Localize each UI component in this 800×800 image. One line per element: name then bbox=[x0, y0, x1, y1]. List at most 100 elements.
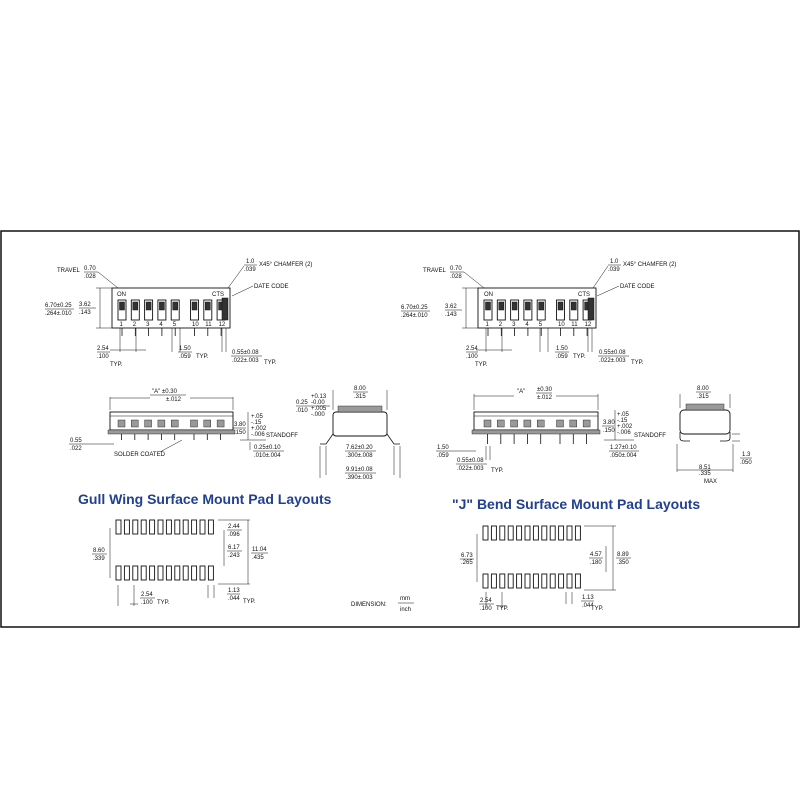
lead-w-mm-j: 1.50 bbox=[556, 346, 568, 352]
gull-top-view: TRAVEL 0.70 .028 1.0 .039 X45° CHAMFER (… bbox=[45, 259, 312, 368]
j-end-h-mm: 1.3 bbox=[742, 452, 751, 458]
end-t-minus: -0.00 bbox=[311, 400, 325, 406]
gull-pad-bottom bbox=[199, 565, 206, 581]
end-t-in-minus: -.000 bbox=[311, 412, 325, 418]
chamfer-label-j: X45° CHAMFER (2) bbox=[623, 262, 676, 268]
jbend-position-number: 4 bbox=[525, 322, 529, 328]
side-lead-mm: 0.55 bbox=[70, 438, 82, 444]
travel-label-j: TRAVEL bbox=[423, 268, 447, 274]
gull-pad-bottom bbox=[115, 565, 122, 581]
j-pad-w-typ: TYP. bbox=[591, 606, 604, 612]
gull-pad-w-in: .044 bbox=[228, 596, 240, 602]
pitch-in-j: .100 bbox=[466, 354, 478, 360]
on-label-j: ON bbox=[484, 292, 493, 298]
jbend-position-number: 3 bbox=[512, 322, 516, 328]
chamfer-mm: 1.0 bbox=[246, 259, 255, 265]
jbend-pad-top bbox=[574, 525, 581, 541]
j-end-span-in: .335 bbox=[699, 471, 711, 477]
gull-side-actuator bbox=[203, 419, 212, 428]
end-t-plus: +0.13 bbox=[311, 394, 327, 400]
gull-pad-bottom bbox=[165, 565, 172, 581]
jbend-end-view: 8.00 .315 1.3 .050 8.51 .335 MAX bbox=[676, 386, 752, 485]
gull-side-actuator bbox=[157, 419, 166, 428]
jbend-side-actuator bbox=[497, 419, 505, 428]
a-tol-in-j: ±.012 bbox=[537, 395, 553, 401]
date-code-label-j: DATE CODE bbox=[620, 284, 655, 290]
standoff-in: .010±.004 bbox=[254, 453, 281, 459]
pitch-typ-j: TYP. bbox=[475, 362, 488, 368]
jbend-pad-bottom bbox=[524, 573, 531, 589]
travel-in: .028 bbox=[84, 274, 96, 280]
gull-inner-in: .243 bbox=[228, 553, 240, 559]
j-row-in: .265 bbox=[461, 560, 473, 566]
chamfer-mm-j: 1.0 bbox=[610, 259, 619, 265]
side-tol-minus-in: -.006 bbox=[251, 432, 265, 438]
width-mm: 6.70±0.25 bbox=[45, 303, 72, 309]
gull-side-actuator bbox=[144, 419, 152, 428]
side-lead-j-in: .059 bbox=[437, 453, 449, 459]
date-code-mark-j bbox=[587, 297, 595, 321]
h-mm: 3.62 bbox=[79, 302, 91, 308]
chamfer-label: X45° CHAMFER (2) bbox=[259, 262, 312, 268]
side-tol-minus-j: -.15 bbox=[617, 418, 628, 424]
lead-t-typ-j: TYP. bbox=[631, 360, 644, 366]
standoff-j-mm: 1.27±0.10 bbox=[610, 445, 637, 451]
j-pitch-typ: TYP. bbox=[496, 606, 509, 612]
gull-actuator-knob bbox=[145, 301, 152, 311]
end-row-in: .300±.008 bbox=[346, 453, 373, 459]
jbend-actuator-knob bbox=[511, 301, 518, 311]
end-span-in: .390±.003 bbox=[346, 475, 373, 481]
gull-pitch-typ: TYP. bbox=[157, 600, 170, 606]
gull-pad-top bbox=[123, 519, 130, 535]
gull-pad-w-typ: TYP. bbox=[243, 599, 256, 605]
jbend-side-actuator bbox=[523, 419, 532, 428]
j-pitch-mm: 2.54 bbox=[480, 598, 492, 604]
side-body-j bbox=[473, 411, 599, 431]
j-row-mm: 6.73 bbox=[461, 553, 473, 559]
gull-pad-bottom bbox=[123, 565, 130, 581]
gull-pad-top bbox=[174, 519, 181, 535]
travel-label: TRAVEL bbox=[57, 268, 81, 274]
jbend-position-number: 10 bbox=[558, 322, 565, 328]
width-mm-j: 6.70±0.25 bbox=[401, 305, 428, 311]
jbend-actuator-knob bbox=[525, 301, 531, 311]
drawing-frame bbox=[0, 230, 800, 628]
jbend-actuator-knob bbox=[557, 301, 564, 311]
gull-row-mm: 8.60 bbox=[93, 548, 105, 554]
gull-side-actuator bbox=[170, 419, 179, 428]
jbend-actuator-knob bbox=[538, 301, 544, 311]
lead-w-mm: 1.50 bbox=[179, 346, 191, 352]
gull-position-number: 2 bbox=[133, 322, 137, 328]
end-body bbox=[332, 411, 388, 437]
a-tol-mm-j: ±0.30 bbox=[537, 387, 553, 393]
side-h-mm-j: 3.80 bbox=[603, 420, 615, 426]
side-lead-j-mm: 1.50 bbox=[437, 445, 449, 451]
dimension-mm: mm bbox=[400, 596, 410, 602]
dimension-inch: inch bbox=[400, 607, 411, 613]
lead-w-typ-j: TYP. bbox=[573, 354, 586, 360]
gull-pad-top bbox=[149, 519, 156, 535]
gull-pad-w-mm: 1.13 bbox=[228, 588, 240, 594]
side-tol-minus: -.15 bbox=[251, 420, 262, 426]
gull-pad-top bbox=[140, 519, 147, 535]
gull-actuator-knob bbox=[132, 301, 139, 311]
lead-t-in: .022±.003 bbox=[232, 358, 259, 364]
gull-pad-top bbox=[115, 519, 122, 535]
jbend-pad-bottom bbox=[549, 573, 556, 589]
jbend-position-number: 2 bbox=[499, 322, 503, 328]
gull-side-actuator bbox=[117, 419, 126, 428]
jbend-pad-top bbox=[516, 525, 523, 541]
jbend-actuator-knob bbox=[498, 301, 505, 311]
gull-position-number: 4 bbox=[159, 322, 163, 328]
dimension-label: DIMENSION: bbox=[351, 602, 387, 608]
end-lead-left bbox=[320, 433, 334, 445]
gull-actuator-knob bbox=[205, 301, 211, 311]
jbend-pad-top bbox=[482, 525, 489, 541]
jbend-position-number: 12 bbox=[585, 322, 592, 328]
jbend-position-number: 5 bbox=[539, 322, 543, 328]
end-lead-right bbox=[386, 433, 400, 445]
end-t-mm: 0.25 bbox=[296, 400, 308, 406]
standoff-label-j: STANDOFF bbox=[634, 433, 666, 439]
lead-t-mm-j: 0.55±0.08 bbox=[599, 350, 626, 356]
